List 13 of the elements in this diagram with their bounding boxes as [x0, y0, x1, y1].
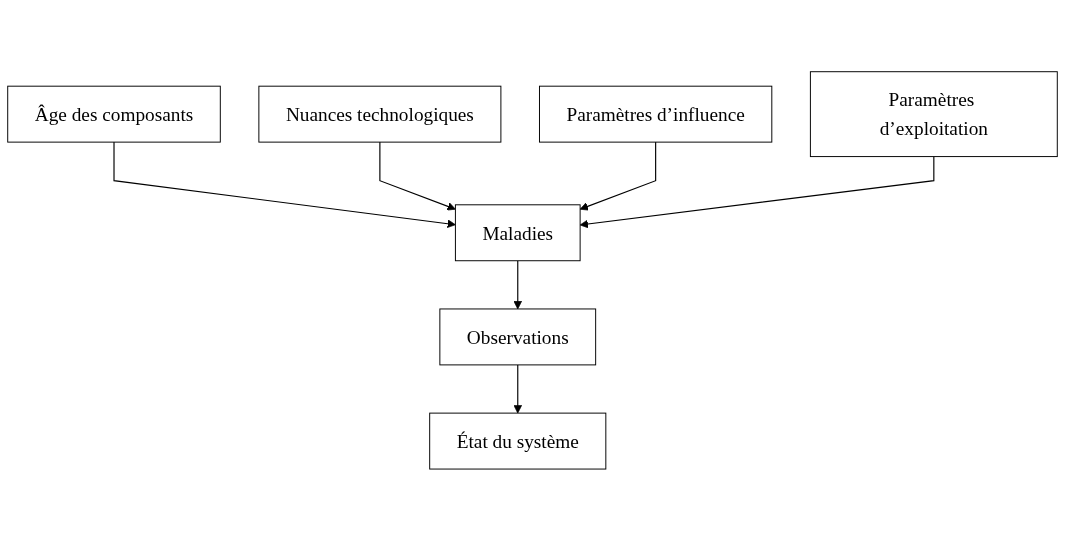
node-box: Maladies — [454, 204, 581, 262]
node-box: Nuances technologiques — [258, 85, 502, 143]
node-box: Âge des composants — [7, 85, 221, 143]
arrow — [513, 260, 522, 310]
node-box: État du système — [429, 412, 607, 470]
arrow — [513, 364, 522, 414]
arrow — [579, 156, 935, 229]
arrow — [379, 141, 456, 211]
arrow — [113, 141, 456, 229]
node-box: Observations — [439, 308, 597, 366]
node-box: Paramètres d’influence — [539, 85, 773, 143]
node-box: Paramètres d’exploitation — [809, 71, 1058, 158]
arrow — [579, 141, 657, 211]
